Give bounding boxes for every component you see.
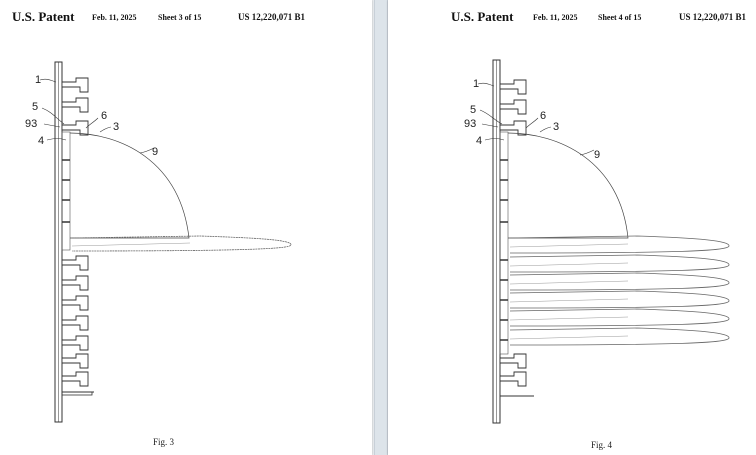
cap-crown [507, 132, 629, 239]
stacked-brims [509, 235, 730, 346]
figure-caption: Fig. 4 [591, 440, 613, 450]
rail [54, 61, 71, 423]
ref-label-5: 5 [32, 101, 38, 113]
patent-label: U.S. Patent [12, 9, 75, 24]
hook-bracket [61, 275, 89, 291]
ref-label-3: 3 [113, 121, 119, 133]
hook-bracket [61, 255, 89, 271]
sheet-header: U.S. Patent Feb. 11, 2025 Sheet 4 of 15 … [388, 9, 756, 25]
rail-notches [500, 159, 534, 397]
sheet-number: Sheet 3 of 15 [158, 13, 202, 22]
patent-sheet-3: U.S. Patent Feb. 11, 2025 Sheet 3 of 15 … [0, 0, 372, 455]
sheet-header: U.S. Patent Feb. 11, 2025 Sheet 3 of 15 … [0, 9, 372, 25]
cap-brim [509, 254, 730, 273]
patent-sheet-4: U.S. Patent Feb. 11, 2025 Sheet 4 of 15 … [388, 0, 756, 455]
cap-brim [509, 327, 730, 346]
ref-label-9: 9 [152, 146, 158, 158]
hook-bracket [499, 99, 527, 115]
hook-bracket [61, 77, 89, 93]
hook-bracket [61, 371, 89, 387]
page-divider [374, 0, 388, 455]
hook-brackets [61, 77, 89, 387]
ref-label-6: 6 [540, 110, 546, 122]
ref-label-93: 93 [25, 118, 37, 130]
patent-date: Feb. 11, 2025 [92, 13, 137, 22]
ref-label-9: 9 [594, 149, 600, 161]
ref-label-93: 93 [464, 118, 476, 130]
cap-brim [509, 272, 730, 291]
hook-bracket [61, 295, 89, 311]
rail [492, 59, 509, 424]
ref-label-4: 4 [38, 135, 44, 147]
hook-brackets [499, 79, 527, 387]
cap-brim [509, 290, 730, 309]
cap-brim [509, 308, 730, 327]
hook-bracket [499, 79, 527, 95]
ref-label-3: 3 [553, 121, 559, 133]
hook-bracket [61, 315, 89, 331]
ref-label-5: 5 [470, 104, 476, 116]
cap-brim [71, 235, 292, 252]
hook-bracket [61, 120, 89, 136]
ref-label-6: 6 [101, 110, 107, 122]
hook-bracket [61, 97, 89, 113]
figure-3-drawing: 1 5 93 6 3 4 9 [25, 61, 292, 423]
hook-bracket [499, 120, 527, 136]
sheet-number: Sheet 4 of 15 [598, 13, 642, 22]
ref-label-1: 1 [473, 78, 479, 90]
cap-brim [509, 235, 730, 254]
hook-bracket [61, 353, 89, 369]
hook-bracket [499, 353, 527, 369]
figure-caption: Fig. 3 [153, 437, 175, 447]
ref-label-4: 4 [476, 135, 482, 147]
leader-lines [477, 82, 595, 156]
leader-lines [39, 78, 155, 154]
patent-date: Feb. 11, 2025 [533, 13, 578, 22]
hook-bracket [61, 335, 89, 351]
patent-label: U.S. Patent [451, 9, 514, 24]
patent-number: US 12,220,071 B1 [238, 12, 306, 22]
cap-crown [69, 132, 190, 239]
hook-bracket [499, 371, 527, 387]
ref-label-1: 1 [35, 74, 41, 86]
figure-4-drawing: 1 5 93 6 3 4 9 [464, 59, 730, 424]
patent-number: US 12,220,071 B1 [679, 12, 747, 22]
